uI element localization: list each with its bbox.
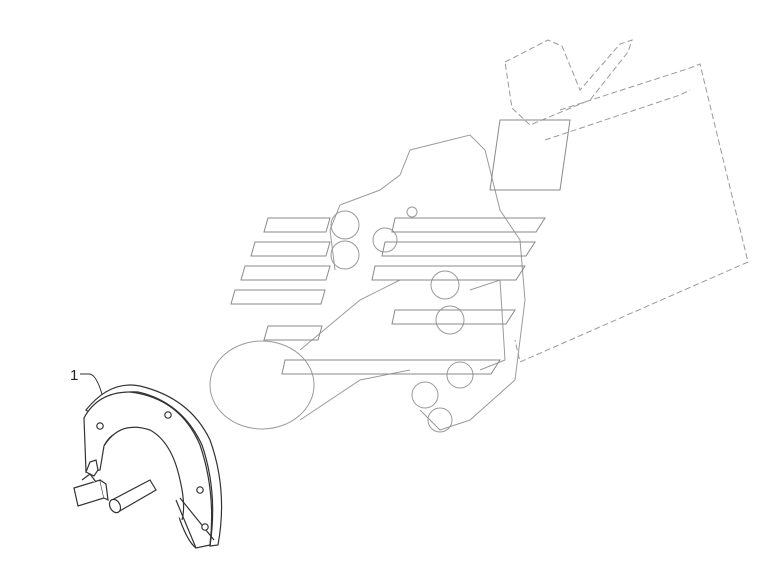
ghost-bolt-3 bbox=[372, 227, 398, 253]
cover-plate-lower-rim bbox=[175, 497, 215, 549]
ghost-bolt-8 bbox=[427, 407, 453, 433]
ghost-bolt-1 bbox=[330, 210, 360, 240]
screw-icon-3 bbox=[196, 486, 204, 494]
screw-icon-1 bbox=[96, 422, 104, 430]
ghost-bracket-arm bbox=[514, 63, 749, 363]
callout-label-1: 1 bbox=[70, 367, 78, 384]
ghost-bracket-arm-inner bbox=[544, 89, 691, 141]
ghost-coupling-body bbox=[209, 134, 526, 433]
part-1-cover-plate bbox=[73, 384, 223, 549]
ghost-bolt-5 bbox=[435, 305, 465, 335]
screw-icon-2 bbox=[164, 411, 172, 419]
screw-icon-4 bbox=[201, 523, 209, 531]
ghost-pin-hole bbox=[406, 206, 418, 218]
ghost-coupling-head bbox=[209, 340, 315, 430]
locking-pin-end bbox=[108, 498, 122, 514]
ghost-body-side bbox=[329, 149, 411, 271]
watermark-logo bbox=[230, 119, 571, 375]
pin-bracket-tab bbox=[81, 473, 97, 483]
ghost-bolt-4 bbox=[430, 270, 460, 300]
ghost-bolt-2 bbox=[330, 240, 360, 270]
ghost-assembly bbox=[504, 39, 749, 363]
ghost-bracket-plate bbox=[504, 39, 633, 126]
latch-tab bbox=[85, 459, 99, 477]
pin-bracket bbox=[73, 479, 105, 507]
ghost-bolt-7 bbox=[411, 381, 439, 409]
pin-bracket-side bbox=[99, 479, 109, 502]
ghost-side-plate bbox=[469, 279, 506, 371]
ghost-bolt-6 bbox=[446, 361, 474, 389]
ghost-coupling-neck bbox=[299, 279, 411, 421]
